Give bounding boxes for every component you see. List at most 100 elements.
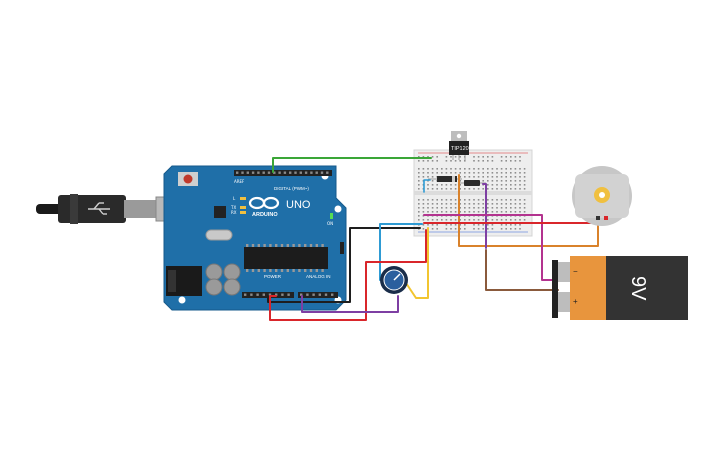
breadboard-hole: [482, 188, 484, 190]
usb-cable[interactable]: [36, 194, 193, 224]
breadboard-hole: [487, 203, 489, 205]
breadboard-hole: [454, 224, 457, 226]
breadboard-hole: [441, 199, 443, 201]
breadboard-hole: [445, 168, 448, 170]
breadboard-hole: [422, 211, 425, 213]
battery-terminal-pos: [558, 292, 570, 312]
usb-icon: [88, 202, 110, 215]
breadboard-hole: [477, 199, 480, 201]
breadboard-hole: [464, 224, 466, 226]
dc-jack-inner: [168, 270, 176, 292]
breadboard-hole: [487, 228, 489, 230]
breadboard-hole: [454, 219, 457, 221]
breadboard-hole: [468, 219, 471, 221]
breadboard-hole: [505, 156, 507, 158]
arduino-uno-board[interactable]: ARDUINO UNO L TX RX ON DIGITAL (PWM~) AR…: [163, 165, 347, 311]
breadboard-hole: [510, 211, 512, 213]
wire-purple-short[interactable]: [482, 183, 487, 249]
breadboard-hole: [450, 168, 452, 170]
breadboard-hole: [468, 207, 471, 209]
breadboard-hole: [473, 160, 475, 162]
wire-orange[interactable]: [458, 174, 599, 247]
breadboard-hole: [523, 184, 526, 186]
wire-black[interactable]: [267, 227, 421, 303]
transistor-tip120[interactable]: TIP120: [449, 131, 469, 160]
ic-pin: [251, 269, 255, 272]
breadboard-hole: [473, 156, 475, 158]
usb-cable-body: [36, 204, 62, 214]
breadboard-hole: [427, 160, 429, 162]
breadboard-hole: [496, 211, 498, 213]
breadboard-hole: [436, 168, 438, 170]
breadboard-hole: [477, 168, 480, 170]
breadboard-hole: [422, 219, 425, 221]
breadboard-hole: [468, 176, 471, 178]
breadboard-hole: [523, 199, 526, 201]
wire-cyan-short[interactable]: [423, 179, 431, 193]
diode-band: [452, 176, 455, 182]
ic-pin: [246, 244, 249, 247]
breadboard-hole: [464, 203, 466, 205]
breadboard-hole: [514, 184, 517, 186]
breadboard-hole: [441, 184, 443, 186]
breadboard-hole: [505, 180, 507, 182]
diode[interactable]: [428, 176, 462, 182]
wire-green[interactable]: [272, 157, 432, 173]
wire-red-5v[interactable]: [269, 229, 427, 321]
reset-button-cap[interactable]: [183, 174, 193, 184]
breadboard-hole: [418, 184, 420, 186]
breadboard-hole: [422, 199, 425, 201]
breadboard-hole: [514, 160, 517, 162]
breadboard-hole: [496, 219, 498, 221]
wire-brown[interactable]: [485, 249, 559, 291]
breadboard-hole: [477, 188, 480, 190]
breadboard-hole: [450, 199, 452, 201]
breadboard-hole: [436, 184, 438, 186]
wire-magenta[interactable]: [423, 214, 559, 281]
breadboard-hole: [505, 219, 507, 221]
breadboard-hole: [436, 156, 438, 158]
battery-pos-symbol: +: [573, 297, 578, 306]
breadboard-hole: [459, 207, 461, 209]
breadboard-hole: [496, 180, 498, 182]
digital-header[interactable]: [234, 170, 332, 176]
breadboard-hole: [510, 228, 512, 230]
breadboard-hole: [487, 180, 489, 182]
breadboard-hole: [473, 172, 475, 174]
breadboard-hole: [473, 211, 475, 213]
breadboard-hole: [450, 184, 452, 186]
battery-9v[interactable]: − + 9V: [552, 256, 688, 320]
breadboard-hole: [505, 228, 507, 230]
breadboard-hole: [464, 160, 466, 162]
potentiometer[interactable]: [380, 266, 408, 294]
breadboard-hole: [496, 184, 498, 186]
header-pin: [294, 171, 297, 174]
usb-plug-grip: [70, 194, 78, 224]
logo-loop-right: [262, 196, 280, 210]
breadboard-hole: [500, 160, 503, 162]
ic-pin: [309, 244, 313, 247]
breadboard-hole: [436, 203, 438, 205]
wire-purple-a0[interactable]: [301, 295, 399, 313]
capacitor: [223, 263, 241, 281]
breadboard-hole: [482, 168, 484, 170]
breadboard-hole: [450, 224, 452, 226]
wire-yellow[interactable]: [403, 227, 429, 299]
breadboard-hole: [436, 160, 438, 162]
mount-hole: [334, 205, 342, 213]
battery-orange-body: [570, 256, 606, 320]
breadboard-hole: [445, 188, 448, 190]
analog-header[interactable]: [298, 292, 338, 298]
breadboard-hole: [431, 180, 434, 182]
breadboard-hole: [431, 156, 434, 158]
dc-motor[interactable]: [572, 166, 632, 226]
breadboard-hole: [450, 172, 452, 174]
breadboard-hole: [487, 156, 489, 158]
breadboard-hole: [519, 219, 521, 221]
header-pin: [256, 293, 259, 296]
breadboard-hole: [500, 156, 503, 158]
breadboard-hole: [491, 199, 494, 201]
breadboard-hole: [459, 228, 461, 230]
resistor[interactable]: [460, 180, 486, 186]
led-rx-label: RX: [231, 210, 237, 215]
